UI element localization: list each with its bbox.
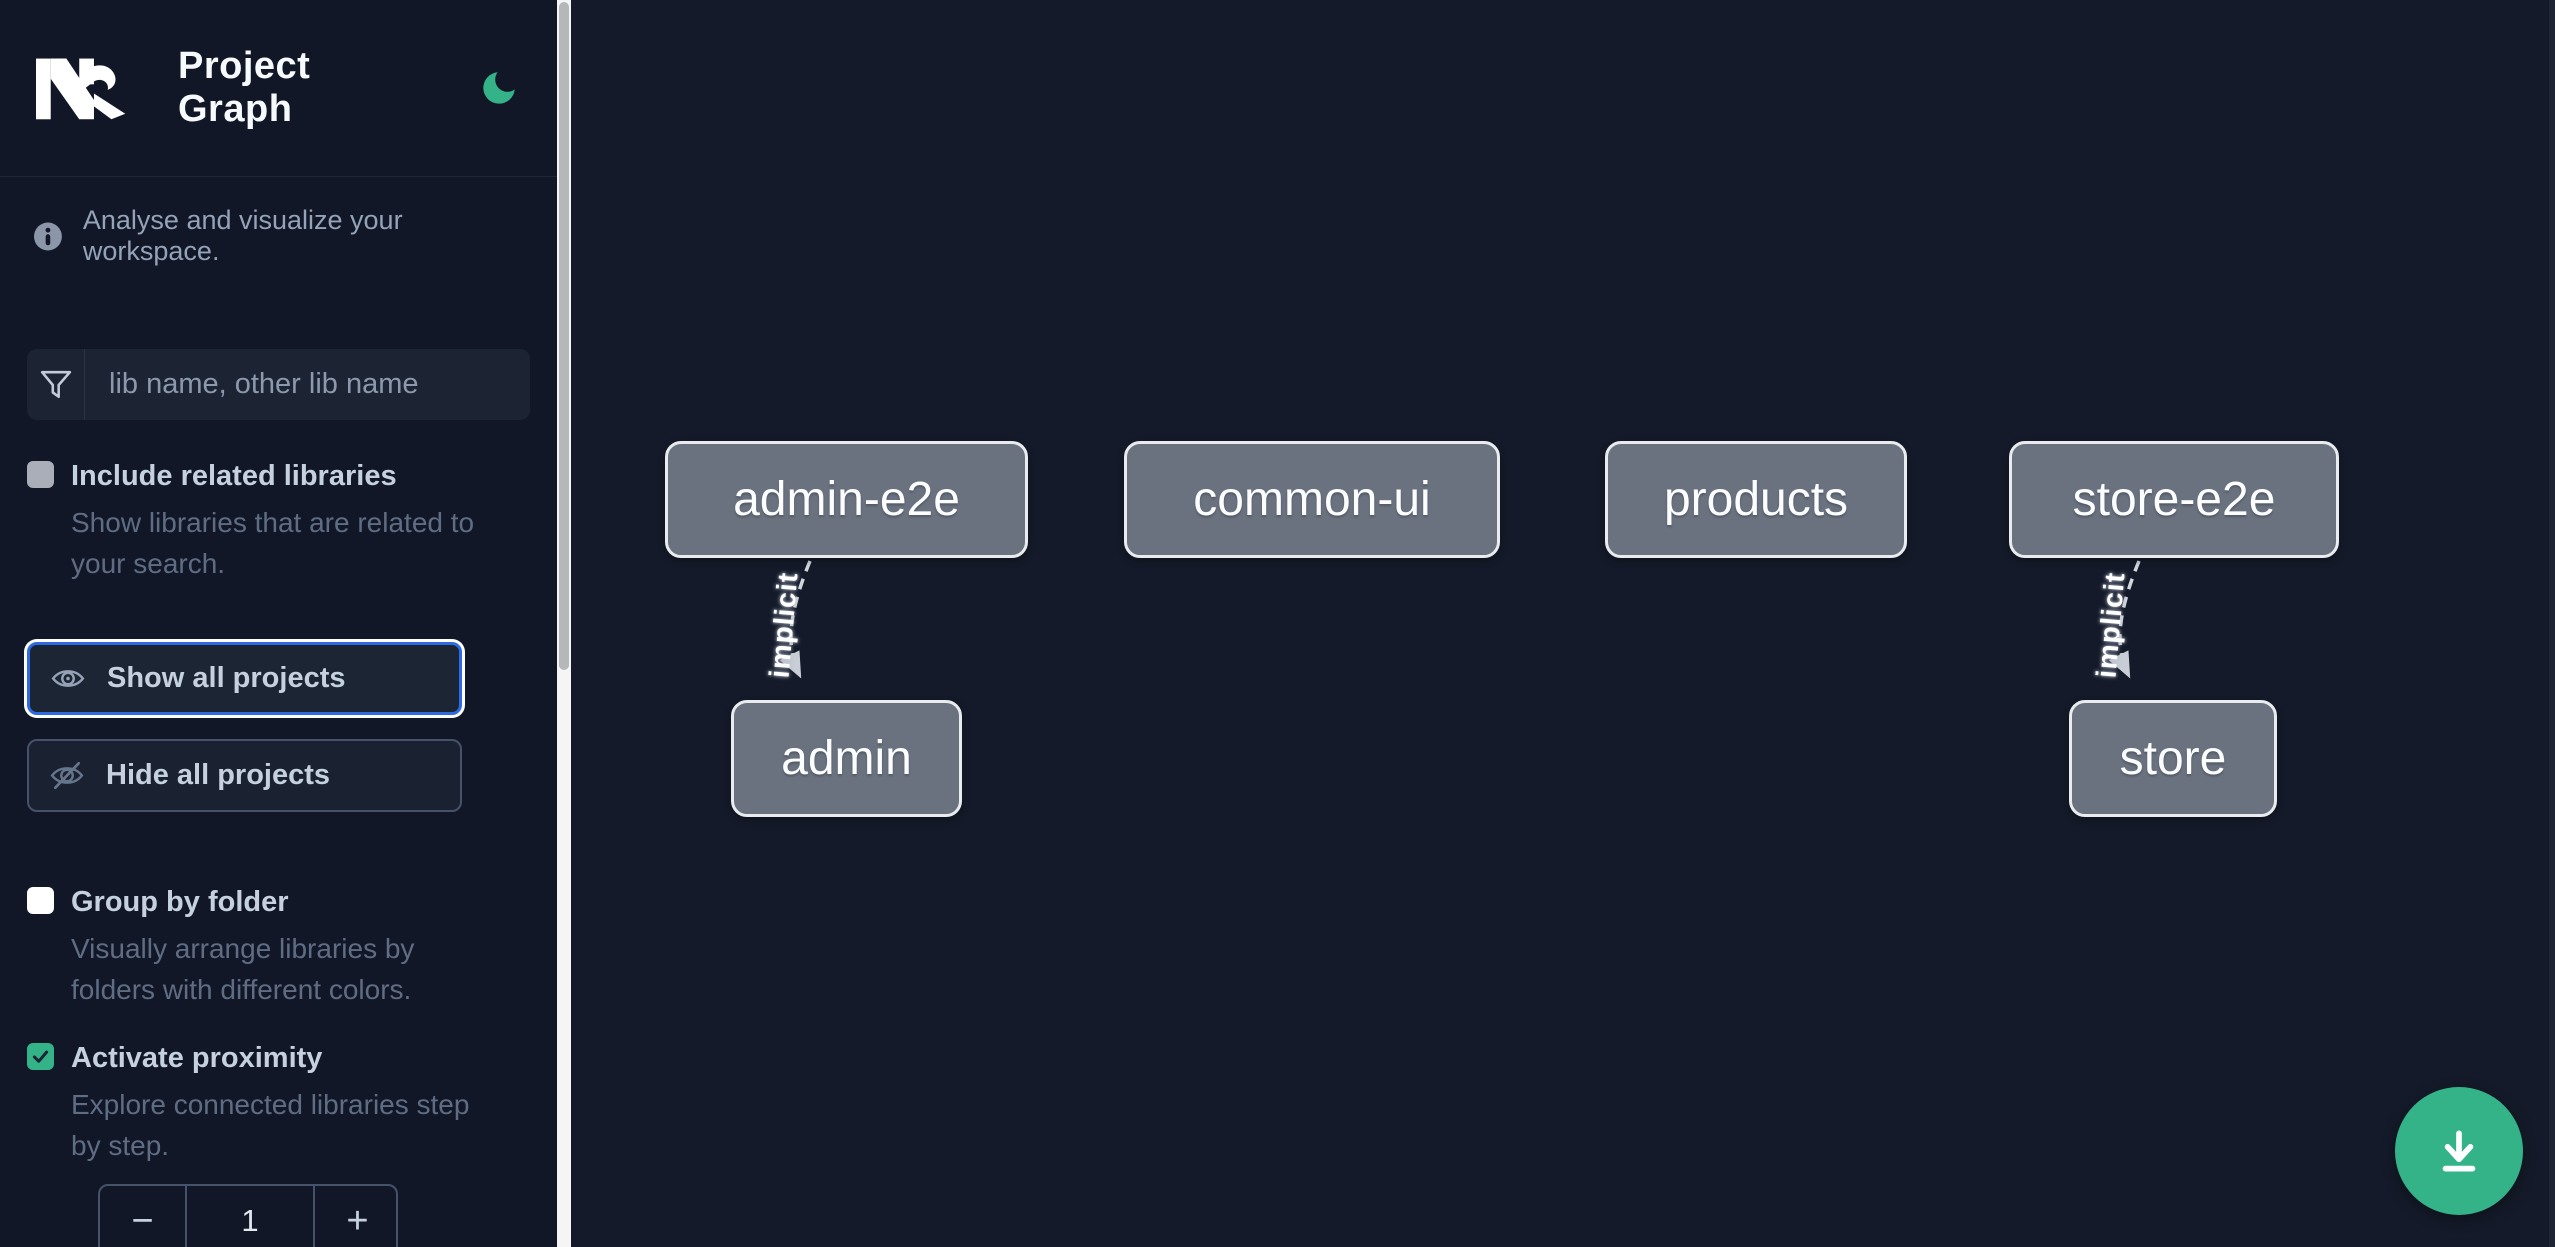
- node-label: store: [2119, 732, 2227, 785]
- search-input[interactable]: [85, 349, 530, 420]
- nx-logo: [36, 58, 126, 120]
- graph-canvas[interactable]: implicit implicit admin-e2e common-ui pr…: [571, 0, 2555, 1247]
- option-activate-proximity: Activate proximity Explore connected lib…: [27, 1040, 530, 1166]
- proximity-decrement-button[interactable]: −: [100, 1186, 187, 1247]
- activate-proximity-checkbox[interactable]: [27, 1043, 54, 1070]
- sidebar-scrollbar-thumb[interactable]: [559, 2, 569, 670]
- graph-node-store[interactable]: store: [2069, 700, 2277, 817]
- node-label: admin: [781, 732, 912, 785]
- activate-proximity-description: Explore connected libraries step by step…: [71, 1089, 470, 1161]
- funnel-icon: [40, 370, 71, 398]
- sidebar-scrollbar-track[interactable]: [557, 0, 571, 1247]
- graph-node-store-e2e[interactable]: store-e2e: [2009, 441, 2339, 558]
- hide-all-projects-button[interactable]: Hide all projects: [27, 739, 462, 812]
- hide-all-projects-label: Hide all projects: [106, 759, 331, 791]
- graph-node-products[interactable]: products: [1605, 441, 1907, 558]
- include-related-description: Show libraries that are related to your …: [71, 507, 475, 579]
- filter-icon-cell: [27, 349, 85, 420]
- workspace-info-text: Analyse and visualize your workspace.: [82, 205, 403, 266]
- edge-store-e2e-to-store: [2108, 560, 2141, 679]
- download-icon: [2442, 1130, 2476, 1172]
- page-title: Project Graph: [178, 45, 311, 130]
- show-all-projects-button[interactable]: Show all projects: [27, 642, 462, 715]
- group-by-folder-checkbox[interactable]: [27, 887, 54, 914]
- proximity-stepper: − 1 +: [98, 1184, 398, 1247]
- proximity-value: 1: [241, 1203, 259, 1238]
- graph-node-admin[interactable]: admin: [731, 700, 962, 817]
- graph-node-common-ui[interactable]: common-ui: [1124, 441, 1500, 558]
- include-related-checkbox[interactable]: [27, 461, 54, 488]
- graph-node-admin-e2e[interactable]: admin-e2e: [665, 441, 1028, 558]
- node-label: store-e2e: [2072, 473, 2276, 526]
- activate-proximity-label[interactable]: Activate proximity: [71, 1042, 323, 1074]
- node-label: common-ui: [1193, 473, 1431, 526]
- sidebar-header: Project Graph: [0, 0, 557, 177]
- eye-off-icon: [50, 761, 84, 790]
- theme-toggle-button[interactable]: [478, 66, 521, 110]
- node-label: products: [1663, 473, 1849, 526]
- check-icon: [32, 1050, 49, 1063]
- node-label: admin-e2e: [733, 473, 960, 526]
- edge-admin-e2e-to-admin: [779, 560, 812, 679]
- include-related-label[interactable]: Include related libraries: [71, 460, 397, 492]
- group-by-folder-label[interactable]: Group by folder: [71, 886, 289, 918]
- sidebar-content: Project Graph Analyse and visualize your…: [0, 0, 557, 1247]
- proximity-increment-button[interactable]: +: [313, 1186, 396, 1247]
- option-include-related: Include related libraries Show libraries…: [27, 458, 530, 584]
- group-by-folder-description: Visually arrange libraries by folders wi…: [71, 933, 415, 1005]
- canvas-scrollbar-gutter: [2549, 0, 2555, 1247]
- filter-box: [27, 349, 530, 420]
- show-all-projects-label: Show all projects: [107, 662, 346, 694]
- graph-edges: [779, 560, 2141, 679]
- option-group-by-folder: Group by folder Visually arrange librari…: [27, 884, 530, 1010]
- workspace-info: Analyse and visualize your workspace.: [33, 205, 530, 267]
- moon-icon: [483, 72, 516, 104]
- info-icon: [33, 222, 62, 250]
- download-graph-button[interactable]: [2395, 1087, 2523, 1215]
- sidebar: Project Graph Analyse and visualize your…: [0, 0, 571, 1247]
- eye-icon: [51, 670, 85, 687]
